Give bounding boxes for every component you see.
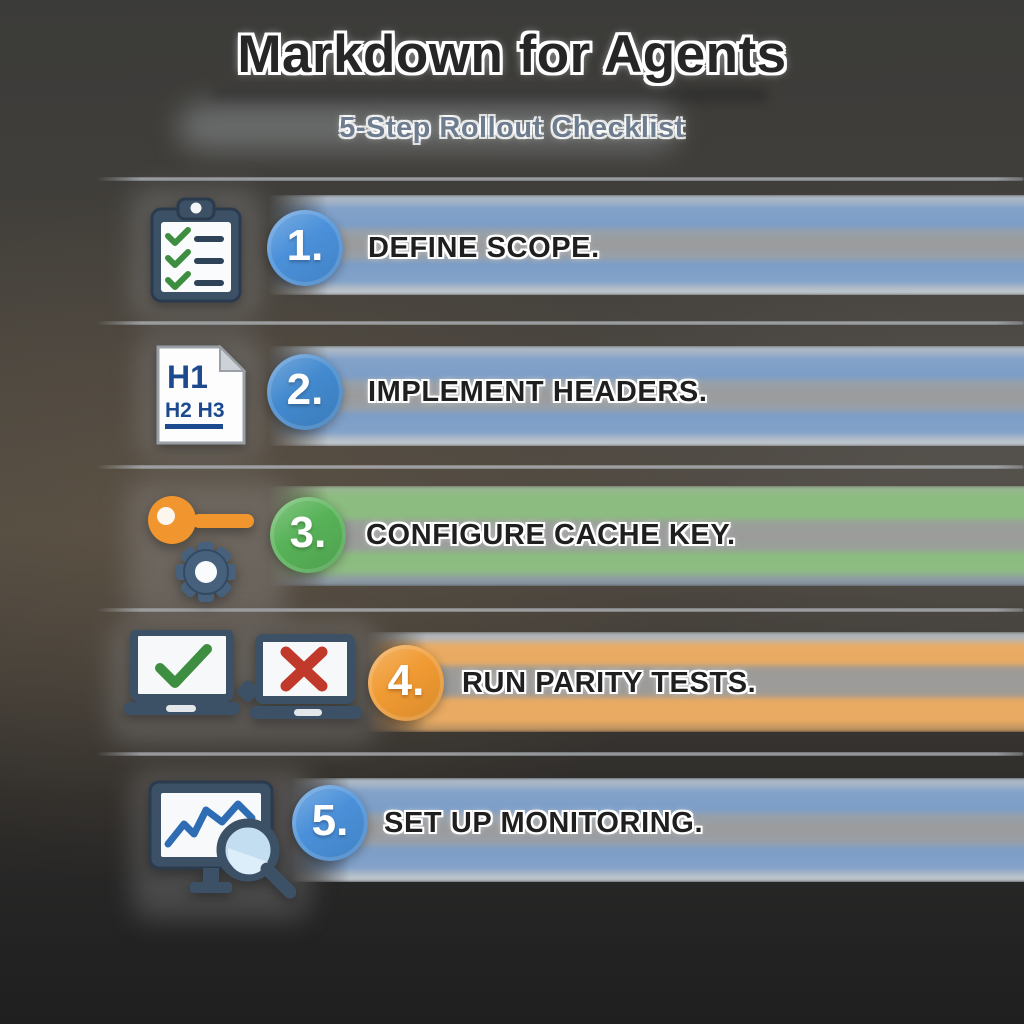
monitor-magnifier-icon: [146, 778, 297, 911]
separator-line: [96, 177, 1024, 181]
separator-line: [96, 752, 1024, 756]
step-4-number-badge: 4.: [368, 645, 444, 721]
subtitle-haze: [178, 104, 678, 150]
step-2-label: IMPLEMENT HEADERS.: [368, 375, 708, 408]
step-row-1: 1. DEFINE SCOPE.: [0, 182, 1024, 334]
page-title: Markdown for Agents: [237, 25, 787, 84]
svg-text:H1: H1: [167, 359, 208, 395]
separator-line: [96, 321, 1024, 325]
step-row-3: 3. CONFIGURE CACHE KEY.: [0, 468, 1024, 620]
step-1-label: DEFINE SCOPE.: [368, 231, 600, 264]
svg-text:H2 H3: H2 H3: [165, 399, 225, 422]
step-4-label: RUN PARITY TESTS.: [462, 666, 757, 699]
headers-document-icon: H1 H2 H3: [152, 343, 248, 452]
step-row-2: H1 H2 H3 2. IMPLEMENT HEADERS.: [0, 326, 1024, 478]
step-5-label: SET UP MONITORING.: [384, 806, 704, 839]
step-3-number-badge: 3.: [270, 497, 346, 573]
clipboard-checklist-icon: [146, 196, 246, 311]
laptops-pass-fail-icon: [124, 628, 362, 735]
separator-line: [96, 465, 1024, 469]
step-row-5: 5. SET UP MONITORING.: [0, 756, 1024, 908]
title-shadow-band: [212, 88, 768, 102]
key-gear-icon: [142, 488, 272, 611]
step-1-number-badge: 1.: [267, 210, 343, 286]
step-5-banner: [290, 778, 1024, 882]
step-row-4: 4. RUN PARITY TESTS.: [0, 612, 1024, 764]
step-3-label: CONFIGURE CACHE KEY.: [366, 518, 736, 551]
separator-line: [96, 608, 1024, 612]
page-subtitle: 5-Step Rollout Checklist: [339, 112, 685, 144]
step-5-number-badge: 5.: [292, 785, 368, 861]
step-2-banner: [268, 346, 1024, 446]
step-1-banner: [268, 195, 1024, 295]
step-4-banner: [366, 632, 1024, 732]
step-2-number-badge: 2.: [267, 354, 343, 430]
step-3-banner: [268, 486, 1024, 586]
